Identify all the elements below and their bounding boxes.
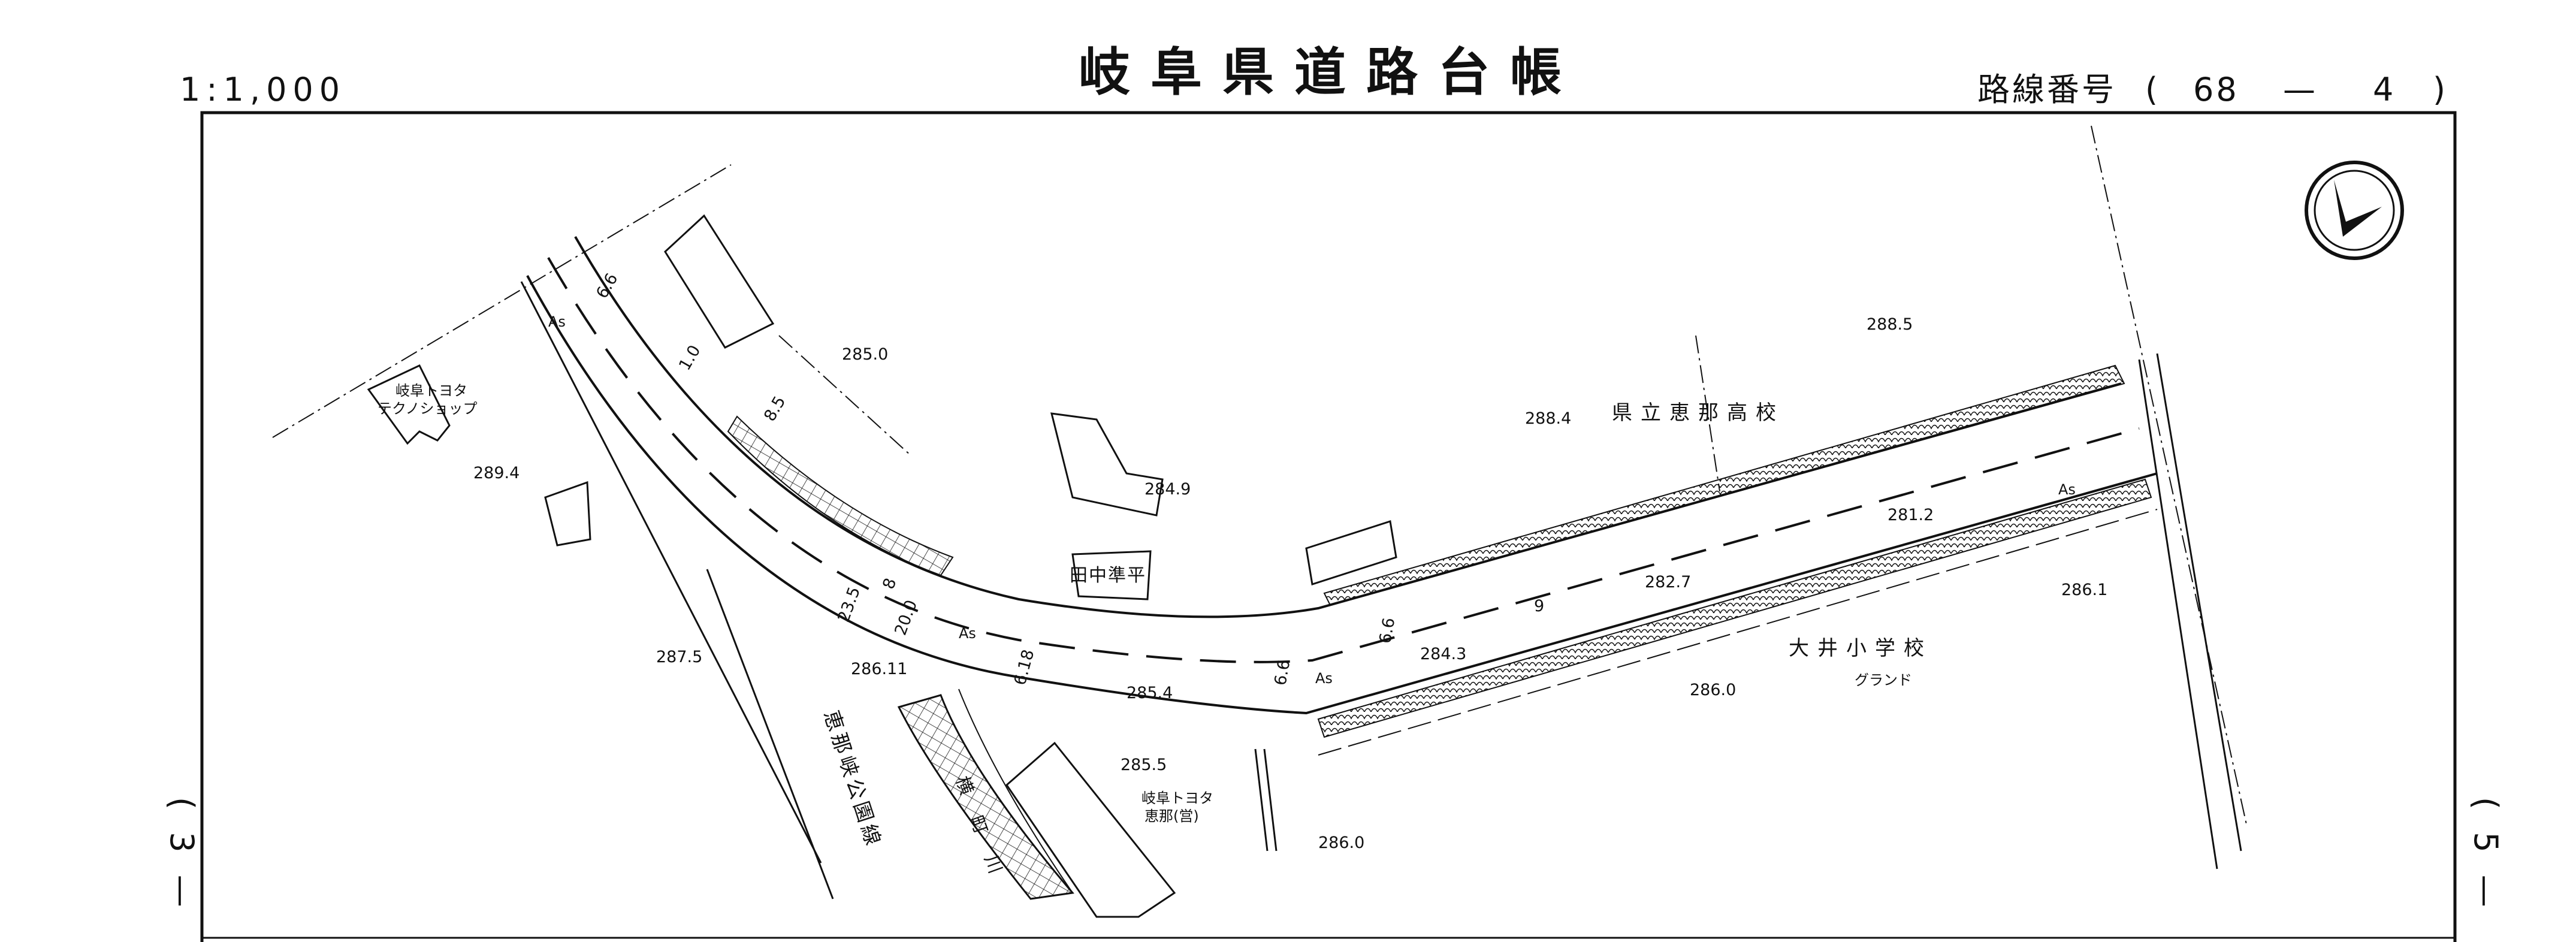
- dimension: 20.0: [891, 597, 921, 638]
- dimension: 6.18: [1011, 648, 1038, 687]
- buildings: [367, 214, 1397, 918]
- label-ground: グランド: [1855, 672, 1912, 689]
- route-close: ): [2433, 71, 2448, 108]
- pavement-labels: As As As As: [548, 313, 2076, 687]
- page-title: 岐阜県道路台帳: [1079, 43, 1582, 102]
- north-arrow-icon: [2305, 161, 2404, 260]
- dimension: 1.0: [675, 342, 704, 374]
- elevation: 288.5: [1867, 315, 1913, 334]
- scale-label: 1:1,000: [180, 71, 346, 108]
- elevation: 286.11: [851, 660, 907, 678]
- label-toyota-ena: 岐阜トヨタ: [1141, 790, 1213, 807]
- dimension: 6.6: [1271, 659, 1294, 687]
- pavement-as: As: [548, 313, 566, 330]
- pavement-as: As: [2058, 481, 2076, 498]
- elevation: 282.7: [1645, 573, 1691, 591]
- pavement-as: As: [959, 625, 976, 642]
- label-elementary: 大井小学校: [1789, 636, 1932, 660]
- route-label: 路線番号: [1977, 71, 2116, 108]
- dimension: 23.5: [834, 584, 864, 624]
- dimension: 8.5: [760, 393, 789, 425]
- dimension: 9: [1534, 597, 1544, 615]
- map-frame: [200, 111, 2457, 942]
- elevation: 284.9: [1144, 480, 1191, 499]
- route-open: (: [2145, 71, 2160, 108]
- elevation: 286.0: [1690, 681, 1736, 699]
- prefectural-road: [526, 236, 2242, 869]
- pavement-as: As: [1315, 670, 1333, 687]
- label-road-name: 恵那峡公園線: [819, 707, 886, 852]
- route-sheet: 4: [2373, 71, 2396, 108]
- label-tanaka: 田中準平: [1070, 565, 1146, 586]
- dimension: 6.6: [1376, 617, 1399, 645]
- elevation: 289.4: [473, 464, 520, 482]
- elevation: 285.5: [1121, 756, 1167, 774]
- dimension: 8: [879, 576, 900, 592]
- elevation: 285.4: [1127, 684, 1173, 702]
- elevation: 286.0: [1318, 834, 1364, 852]
- route-number-value: 68: [2193, 71, 2239, 108]
- elevation: 285.0: [842, 345, 888, 364]
- right-sheet-ref: ( 5 —: [2467, 797, 2505, 913]
- label-high-school: 県立恵那高校: [1612, 401, 1784, 425]
- route-dash: —: [2283, 71, 2318, 108]
- label-toyota-techno-2: テクノショップ: [378, 400, 478, 417]
- elevation: 284.3: [1420, 645, 1466, 663]
- label-toyota-techno: 岐阜トヨタ: [395, 382, 467, 399]
- property-lines: [272, 125, 2248, 828]
- building-labels: 岐阜トヨタ テクノショップ 田中準平 県立恵那高校 大井小学校 グランド 岐阜ト…: [378, 382, 1932, 899]
- label-toyota-ena-2: 恵那(営): [1144, 808, 1199, 825]
- elevation: 281.2: [1888, 506, 1934, 524]
- elevation: 287.5: [656, 648, 702, 666]
- elevation: 286.1: [2061, 581, 2107, 599]
- elevation-points: 289.4 285.0 284.9 288.4 288.5 281.2 282.…: [473, 315, 2107, 852]
- enakyo-park-road: [520, 281, 1074, 900]
- left-sheet-ref: ( 3 —: [163, 797, 201, 913]
- route-number: 路線番号 ( 68 — 4 ): [1977, 71, 2448, 108]
- elevation: 288.4: [1525, 409, 1571, 428]
